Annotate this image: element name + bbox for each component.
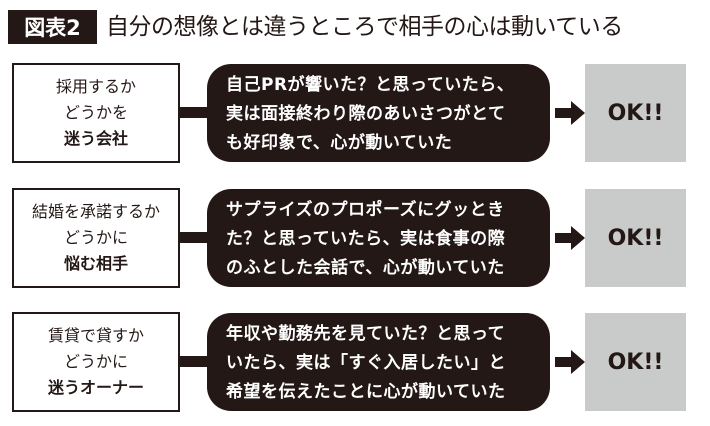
situation-subject: 迷う会社 xyxy=(63,129,128,148)
situation-line: どうかに xyxy=(63,352,128,371)
situation-line: どうかを xyxy=(63,103,128,122)
situation-subject: 悩む相手 xyxy=(63,254,128,273)
story-line: 希望を伝えたことに心が動いていた xyxy=(226,382,506,402)
result-box: OK!! xyxy=(585,313,686,411)
story-line: のふとした会話で、心が動いていた xyxy=(226,258,505,278)
story-line: いたら、実は「すぐ入居したい」と xyxy=(226,353,506,373)
arrow-right-icon xyxy=(555,350,585,374)
story-line: た？と思っていたら、実は食事の際 xyxy=(226,229,506,249)
situation-line: 結婚を承諾するか xyxy=(31,202,160,221)
situation-box: 採用するか どうかを 迷う会社 xyxy=(12,63,180,163)
story-line: 年収や勤務先を見ていた？と思って xyxy=(226,324,506,344)
figure-title: 自分の想像とは違うところで相手の心は動いている xyxy=(106,14,623,40)
situation-line: どうかに xyxy=(63,228,128,247)
story-line: 自己PRが響いた？と思っていたら、 xyxy=(226,75,515,95)
connector-bar xyxy=(180,107,210,118)
situation-line: 採用するか xyxy=(55,77,136,96)
result-box: OK!! xyxy=(585,189,686,287)
figure-badge: 図表2 xyxy=(8,10,97,44)
story-line: 実は面接終わり際のあいさつがとて xyxy=(226,104,506,124)
flow-row: 採用するか どうかを 迷う会社 自己PRが響いた？と思っていたら、 実は面接終わ… xyxy=(0,63,710,163)
story-box: 自己PRが響いた？と思っていたら、 実は面接終わり際のあいさつがとて も好印象で… xyxy=(207,64,550,162)
story-box: サプライズのプロポーズにグッとき た？と思っていたら、実は食事の際 のふとした会… xyxy=(207,189,550,287)
story-line: も好印象で、心が動いていた xyxy=(226,133,453,153)
situation-box: 結婚を承諾するか どうかに 悩む相手 xyxy=(12,188,180,288)
situation-box: 賃貸で貸すか どうかに 迷うオーナー xyxy=(12,312,180,412)
connector-bar xyxy=(180,232,210,243)
result-box: OK!! xyxy=(585,64,686,162)
arrow-right-icon xyxy=(555,226,585,250)
flow-row: 結婚を承諾するか どうかに 悩む相手 サプライズのプロポーズにグッとき た？と思… xyxy=(0,188,710,288)
arrow-right-icon xyxy=(555,101,585,125)
story-box: 年収や勤務先を見ていた？と思って いたら、実は「すぐ入居したい」と 希望を伝えた… xyxy=(207,313,550,411)
connector-bar xyxy=(180,356,210,367)
situation-line: 賃貸で貸すか xyxy=(47,326,144,345)
situation-subject: 迷うオーナー xyxy=(47,378,144,397)
story-line: サプライズのプロポーズにグッとき xyxy=(226,200,505,220)
flow-row: 賃貸で貸すか どうかに 迷うオーナー 年収や勤務先を見ていた？と思って いたら、… xyxy=(0,312,710,412)
